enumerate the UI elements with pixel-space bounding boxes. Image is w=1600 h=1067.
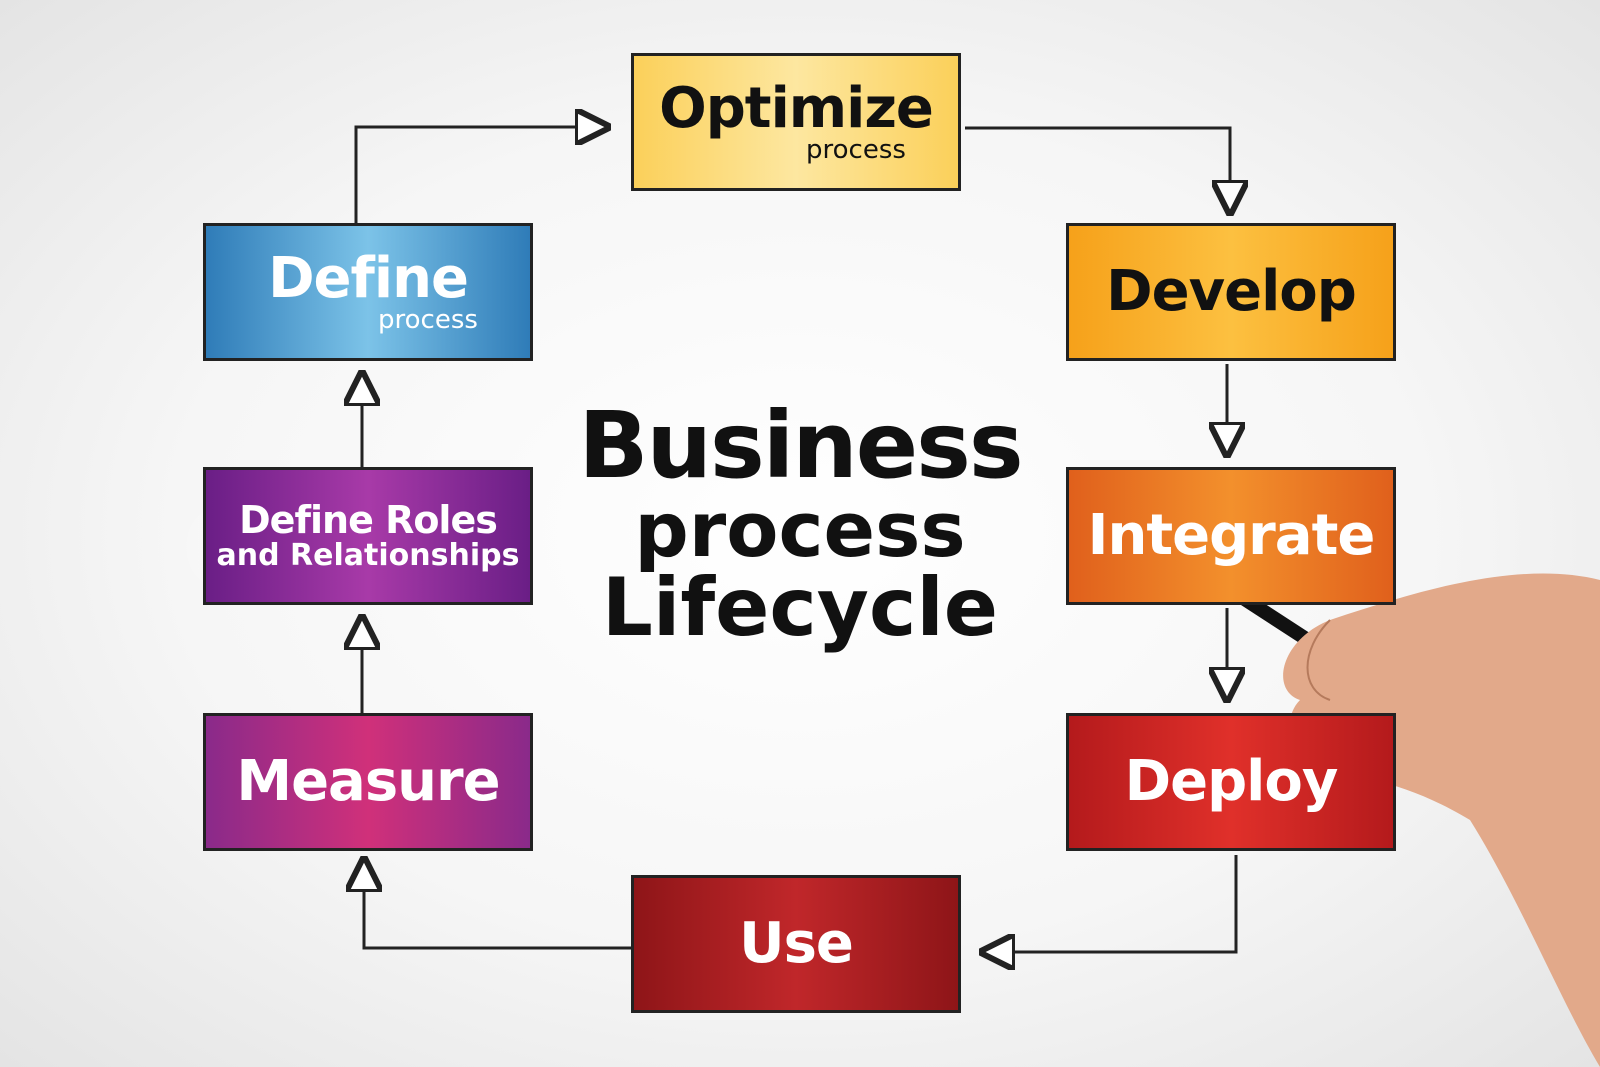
node-label: Deploy [1124, 749, 1339, 814]
title-line-2: process [634, 485, 966, 574]
arrow-deploy-to-use [985, 855, 1238, 952]
node-sublabel: process [806, 135, 906, 165]
node-sublabel: process [378, 305, 478, 335]
node-sublabel: and Relationships [216, 537, 520, 573]
node-develop: Develop [1066, 223, 1396, 361]
title-line-1: Business [578, 392, 1023, 499]
node-define: Define process [203, 223, 533, 361]
node-deploy: Deploy [1066, 713, 1396, 851]
title-line-3: Lifecycle [601, 561, 999, 654]
arrow-use-to-measure [364, 862, 631, 950]
node-integrate: Integrate [1066, 467, 1396, 605]
node-measure: Measure [203, 713, 533, 851]
arrow-optimize-to-develop [965, 126, 1230, 210]
node-label: Measure [236, 749, 500, 814]
node-label: Develop [1106, 259, 1357, 324]
arrow-define-to-optimize [354, 127, 605, 223]
node-label: Optimize [659, 76, 934, 141]
node-label: Use [739, 911, 854, 976]
diagram-title: Business process Lifecycle [520, 400, 1080, 648]
node-label: Integrate [1087, 503, 1376, 568]
node-define-roles: Define Roles and Relationships [203, 467, 533, 605]
node-use: Use [631, 875, 961, 1013]
hand-with-pen [1233, 573, 1600, 1067]
node-optimize: Optimize process [631, 53, 961, 191]
node-label: Define Roles [239, 497, 498, 542]
node-label: Define [268, 246, 469, 311]
